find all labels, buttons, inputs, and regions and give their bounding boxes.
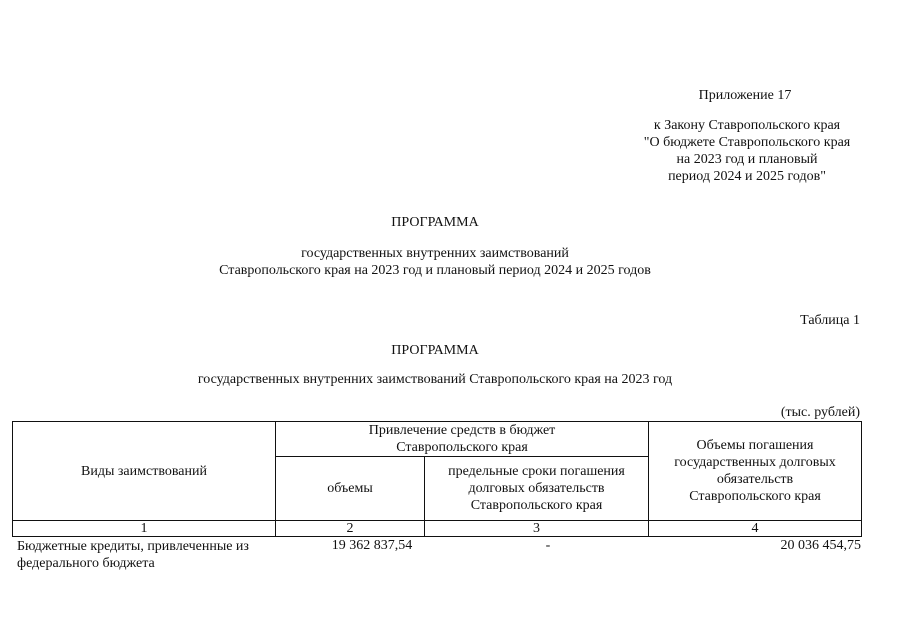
program-subtitle-line: государственных внутренних заимствований [301, 246, 569, 261]
program-subtitle: государственных внутренних заимствований… [0, 245, 870, 279]
table-row: Бюджетные кредиты, привлеченные из федер… [17, 538, 861, 574]
header-types: Виды заимствований [12, 421, 276, 521]
row-volume: 19 362 837,54 [331, 538, 413, 553]
header-attraction: Привлечение средств в бюджет Ставропольс… [274, 421, 650, 457]
law-reference-line: период 2024 и 2025 годов" [668, 169, 826, 184]
row-name: Бюджетные кредиты, привлеченные из федер… [17, 539, 249, 571]
table-label: Таблица 1 [800, 313, 860, 328]
table-title: ПРОГРАММА [391, 343, 479, 358]
column-number: 1 [12, 520, 276, 537]
row-term: - [545, 538, 551, 553]
program-title: ПРОГРАММА [391, 215, 479, 230]
header-repayment: Объемы погашения государственных долговы… [648, 421, 863, 521]
column-number: 3 [423, 520, 650, 537]
law-reference-line: к Закону Ставропольского края [653, 118, 841, 133]
row-repayment: 20 036 454,75 [780, 538, 862, 553]
law-reference-line: на 2023 год и плановый [676, 152, 818, 167]
law-reference-line: "О бюджете Ставропольского края [643, 135, 851, 150]
header-repayment-text: Объемы погашения государственных долговы… [674, 438, 836, 504]
header-terms: предельные сроки погашения долговых обяз… [423, 456, 650, 521]
header-volumes: объемы [275, 456, 425, 521]
header-attraction-text: Привлечение средств в бюджет Ставропольс… [368, 423, 556, 455]
column-number: 2 [275, 520, 425, 537]
units-label: (тыс. рублей) [780, 405, 860, 420]
program-subtitle-line: Ставропольского края на 2023 год и плано… [219, 263, 651, 278]
table-subtitle: государственных внутренних заимствований… [197, 372, 673, 387]
law-reference: к Закону Ставропольского края "О бюджете… [612, 117, 882, 185]
appendix-title: Приложение 17 [698, 88, 792, 103]
column-number: 4 [648, 520, 863, 537]
borrowing-table: Виды заимствований Привлечение средств в… [12, 421, 863, 537]
header-terms-text: предельные сроки погашения долговых обяз… [448, 464, 625, 513]
